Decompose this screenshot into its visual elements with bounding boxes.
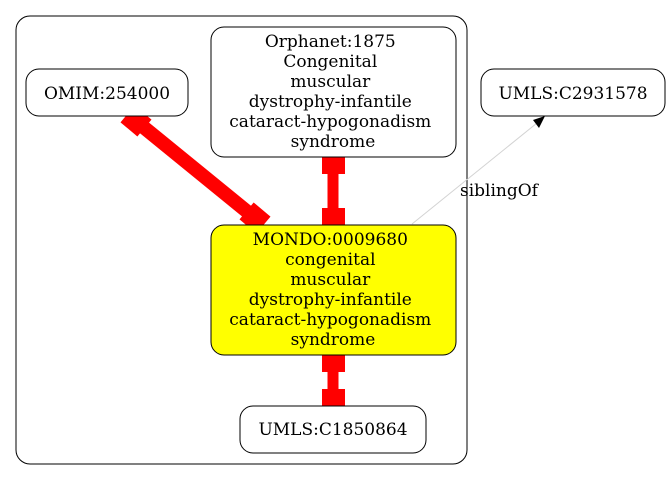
edge-label-sibling: siblingOf bbox=[460, 181, 540, 201]
node-omim[interactable]: OMIM:254000 bbox=[25, 68, 189, 117]
arrowhead-icon bbox=[533, 116, 545, 128]
node-orphanet-label: Orphanet:1875 Congenital muscular dystro… bbox=[229, 32, 436, 152]
edge-mondo-umls-c2931578-sibling: siblingOf bbox=[411, 116, 545, 225]
node-umls-c1850864[interactable]: UMLS:C1850864 bbox=[239, 405, 427, 454]
node-omim-label: OMIM:254000 bbox=[44, 84, 170, 104]
node-umls-c2931578-label: UMLS:C2931578 bbox=[498, 84, 647, 104]
edge-mondo-umls-c1850864 bbox=[322, 350, 345, 411]
node-umls-c2931578[interactable]: UMLS:C2931578 bbox=[480, 68, 666, 117]
node-mondo-label: MONDO:0009680 congenital muscular dystro… bbox=[229, 230, 436, 350]
edge-orphanet-mondo bbox=[322, 152, 345, 230]
node-orphanet[interactable]: Orphanet:1875 Congenital muscular dystro… bbox=[210, 26, 457, 158]
node-mondo-focus[interactable]: MONDO:0009680 congenital muscular dystro… bbox=[210, 224, 457, 356]
equivalence-cluster bbox=[15, 15, 468, 465]
node-umls-c1850864-label: UMLS:C1850864 bbox=[258, 420, 407, 440]
